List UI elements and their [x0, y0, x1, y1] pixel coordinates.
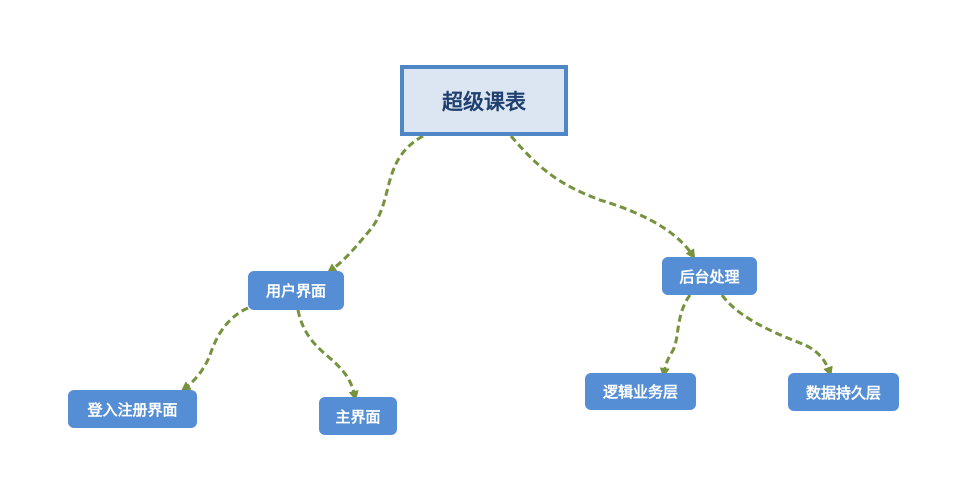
connector-backend-to-persistence — [720, 294, 833, 377]
connector-backend-to-logic — [659, 294, 692, 378]
root-node-label: 超级课表 — [442, 89, 526, 114]
node-user-interface-label: 用户界面 — [265, 282, 326, 300]
node-backend-processing-label: 后台处理 — [679, 267, 740, 286]
node-data-persistence-label: 数据持久层 — [805, 383, 881, 402]
node-business-logic-label: 逻辑业务层 — [602, 383, 678, 401]
node-main-screen-label: 主界面 — [335, 407, 381, 426]
node-backend-processing: 后台处理 — [662, 257, 757, 295]
connector-user-interface-to-main — [296, 309, 359, 401]
connector-root-to-backend — [509, 135, 696, 260]
node-login-register: 登入注册界面 — [68, 390, 197, 428]
node-business-logic: 逻辑业务层 — [585, 373, 696, 410]
node-main-screen: 主界面 — [319, 397, 397, 435]
connector-root-to-user-interface — [326, 134, 424, 274]
node-data-persistence: 数据持久层 — [788, 373, 899, 411]
connector-user-interface-to-login — [180, 306, 249, 392]
root-node: 超级课表 — [400, 65, 568, 136]
node-user-interface: 用户界面 — [248, 271, 344, 310]
node-login-register-label: 登入注册界面 — [87, 400, 178, 419]
